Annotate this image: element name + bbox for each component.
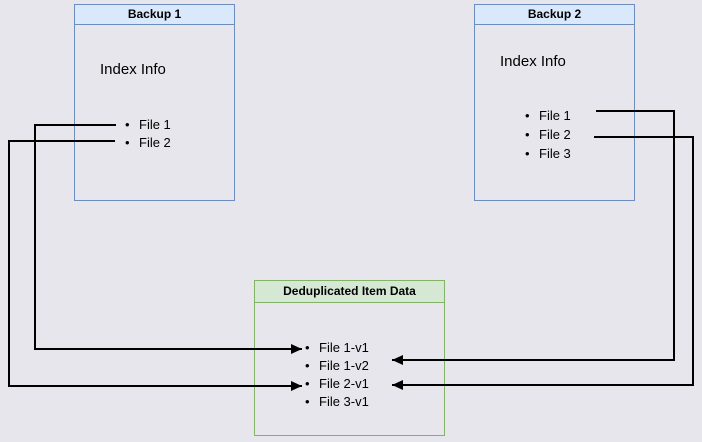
backup1-file-item: File 2 xyxy=(125,134,171,152)
deduplicated-item-list: File 1-v1 File 1-v2 File 2-v1 File 3-v1 xyxy=(305,339,369,411)
backup2-title: Backup 2 xyxy=(475,5,634,25)
backup2-file-item: File 3 xyxy=(525,144,571,163)
dedup-item: File 1-v2 xyxy=(305,357,369,375)
backup1-title: Backup 1 xyxy=(75,5,234,25)
dedup-item: File 2-v1 xyxy=(305,375,369,393)
deduplicated-item-data-title: Deduplicated Item Data xyxy=(255,281,444,303)
backup2-box: Backup 2 Index Info File 1 File 2 File 3 xyxy=(474,4,635,201)
deduplicated-item-data-box: Deduplicated Item Data File 1-v1 File 1-… xyxy=(254,280,445,436)
backup1-file-list: File 1 File 2 xyxy=(125,116,171,152)
backup1-file-item: File 1 xyxy=(125,116,171,134)
backup2-file-list: File 1 File 2 File 3 xyxy=(525,106,571,163)
backup2-index-info-label: Index Info xyxy=(500,53,566,70)
dedup-item: File 1-v1 xyxy=(305,339,369,357)
backup2-file-item: File 1 xyxy=(525,106,571,125)
dedup-item: File 3-v1 xyxy=(305,393,369,411)
backup1-index-info-label: Index Info xyxy=(100,61,166,78)
backup2-file-item: File 2 xyxy=(525,125,571,144)
backup1-box: Backup 1 Index Info File 1 File 2 xyxy=(74,4,235,201)
